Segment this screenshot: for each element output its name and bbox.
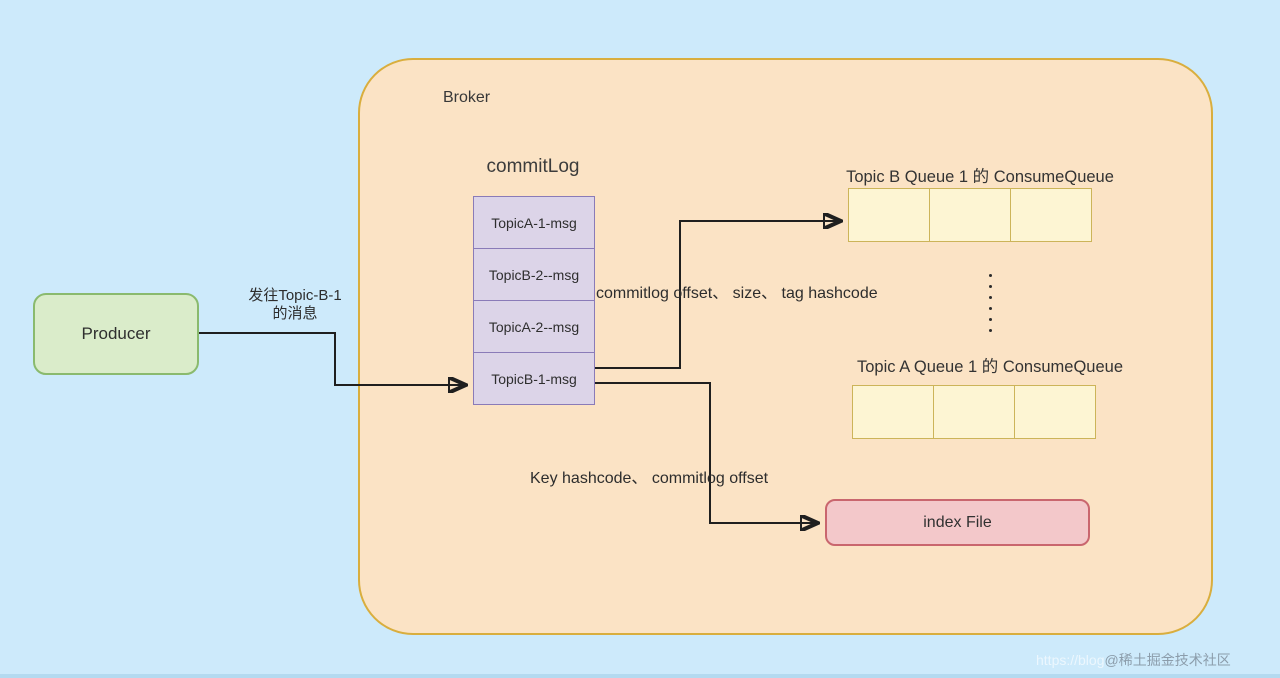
consume-queue-b-cell (929, 188, 1011, 242)
consume-queue-a-title: Topic A Queue 1 的 ConsumeQueue (857, 358, 1123, 376)
producer-arrow-label: 发往Topic-B-1 的消息 (221, 287, 369, 323)
watermark-main-text: @稀土掘金技术社区 (1104, 652, 1231, 668)
producer-arrow-label-line2: 的消息 (272, 305, 318, 322)
dot (989, 329, 992, 332)
watermark: https://blog@稀土掘金技术社区 (1036, 650, 1231, 670)
consume-queue-a-cell (1014, 385, 1096, 439)
annotation-to-index-file: Key hashcode、 commitlog offset (530, 470, 769, 487)
index-file-label: index File (923, 513, 992, 531)
commitlog-cell-topic-b-1: TopicB-1-msg (473, 352, 595, 405)
producer-arrow-label-line1: 发往Topic-B-1 (248, 287, 342, 304)
annotation-to-consume-queue: commitlog offset、 size、 tag hashcode (596, 285, 878, 302)
consume-queue-a-row (852, 385, 1096, 439)
broker-label: Broker (443, 89, 491, 106)
producer-label: Producer (81, 324, 151, 343)
dot (989, 318, 992, 321)
producer-box: Producer (33, 293, 199, 375)
consume-queue-a-cell (933, 385, 1015, 439)
commitlog-stack: TopicA-1-msg TopicB-2--msg TopicA-2--msg… (473, 196, 595, 405)
commitlog-title: commitLog (486, 156, 580, 177)
consume-queue-b-cell (1010, 188, 1092, 242)
consume-queue-a-cell (852, 385, 934, 439)
dot (989, 285, 992, 288)
dot (989, 274, 992, 277)
dot (989, 296, 992, 299)
vertical-ellipsis-dots (989, 274, 992, 332)
consume-queue-b-cell (848, 188, 930, 242)
dot (989, 307, 992, 310)
consume-queue-b-title: Topic B Queue 1 的 ConsumeQueue (846, 168, 1114, 186)
commitlog-cell-topic-a-1: TopicA-1-msg (473, 196, 595, 249)
commitlog-cell-topic-a-2: TopicA-2--msg (473, 300, 595, 353)
commitlog-cell-topic-b-2: TopicB-2--msg (473, 248, 595, 301)
index-file-box: index File (825, 499, 1090, 546)
watermark-faint-text: https://blog (1036, 652, 1105, 668)
consume-queue-b-row (848, 188, 1092, 242)
bottom-edge-strip (0, 674, 1280, 678)
